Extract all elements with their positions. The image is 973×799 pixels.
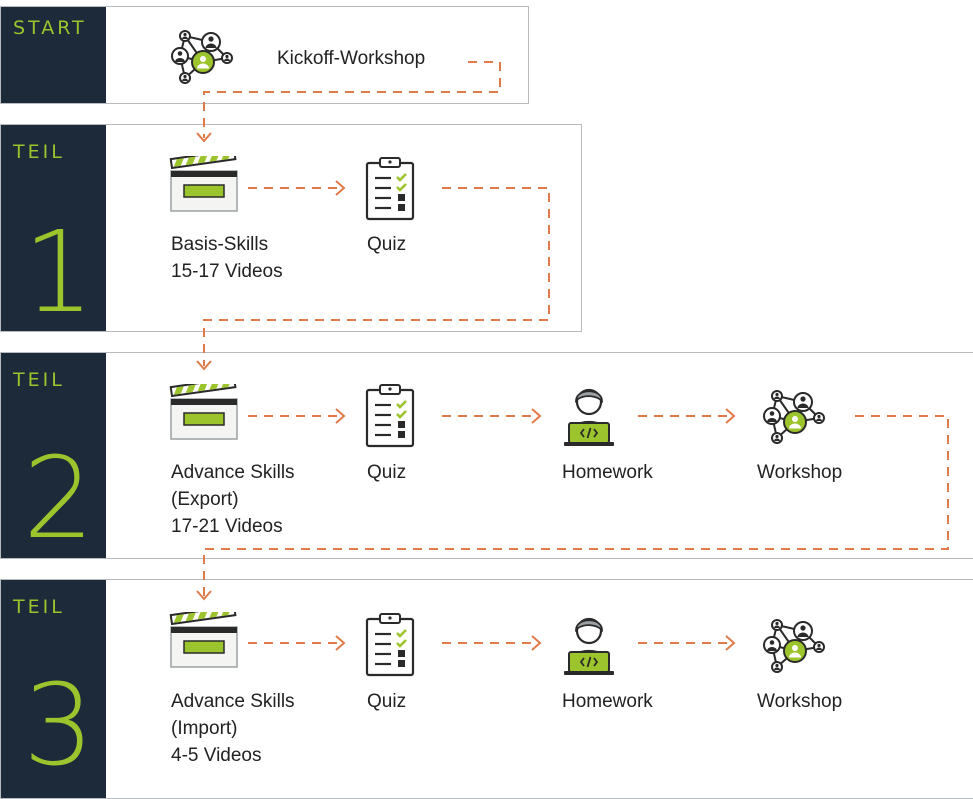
clipboard-checklist-icon <box>363 156 417 222</box>
clapperboard-icon <box>168 156 246 216</box>
teil-2-quiz-label: Quiz <box>367 462 407 483</box>
network-people-icon <box>163 22 239 86</box>
teil-2-homework-label: Homework <box>562 462 653 483</box>
kickoff-workshop-label: Kickoff-Workshop <box>277 48 426 69</box>
teil-2-number: 2 <box>23 434 95 564</box>
clapperboard-icon <box>168 384 246 444</box>
teil-1-sidebar: TEIL 1 <box>1 125 106 331</box>
start-label: START <box>13 17 87 39</box>
teil-2-video-title: Advance Skills <box>171 462 295 483</box>
clapperboard-icon <box>168 612 246 672</box>
teil-1-video-count: 15-17 Videos <box>171 261 283 282</box>
teil-3-video-count: 4-5 Videos <box>171 745 262 766</box>
teil-1-video-title: Basis-Skills <box>171 234 269 255</box>
teil-2-sidebar: TEIL 2 <box>1 353 106 558</box>
teil-1-number: 1 <box>23 208 95 338</box>
teil-3-workshop-label: Workshop <box>757 691 843 712</box>
clipboard-checklist-icon <box>363 612 417 678</box>
teil-2-workshop-label: Workshop <box>757 462 843 483</box>
teil-1-quiz-label: Quiz <box>367 234 407 255</box>
teil-3-sidebar: TEIL 3 <box>1 580 106 798</box>
teil-2-video-count: 17-21 Videos <box>171 516 283 537</box>
teil-3-quiz-label: Quiz <box>367 691 407 712</box>
start-sidebar: START <box>1 7 106 103</box>
start-section: START <box>0 6 529 104</box>
teil-3-label: TEIL <box>13 596 65 618</box>
teil-2-video-subtitle: (Export) <box>171 489 239 510</box>
clipboard-checklist-icon <box>363 383 417 449</box>
network-people-icon <box>755 611 831 675</box>
person-laptop-icon <box>560 382 618 448</box>
teil-3-video-title: Advance Skills <box>171 691 295 712</box>
network-people-icon <box>755 382 831 446</box>
teil-1-label: TEIL <box>13 141 65 163</box>
teil-1-section: TEIL 1 <box>0 124 582 332</box>
teil-2-label: TEIL <box>13 369 65 391</box>
teil-3-number: 3 <box>23 661 95 791</box>
person-laptop-icon <box>560 611 618 677</box>
teil-3-homework-label: Homework <box>562 691 653 712</box>
teil-3-section: TEIL 3 <box>0 579 973 799</box>
teil-3-video-subtitle: (Import) <box>171 718 238 739</box>
